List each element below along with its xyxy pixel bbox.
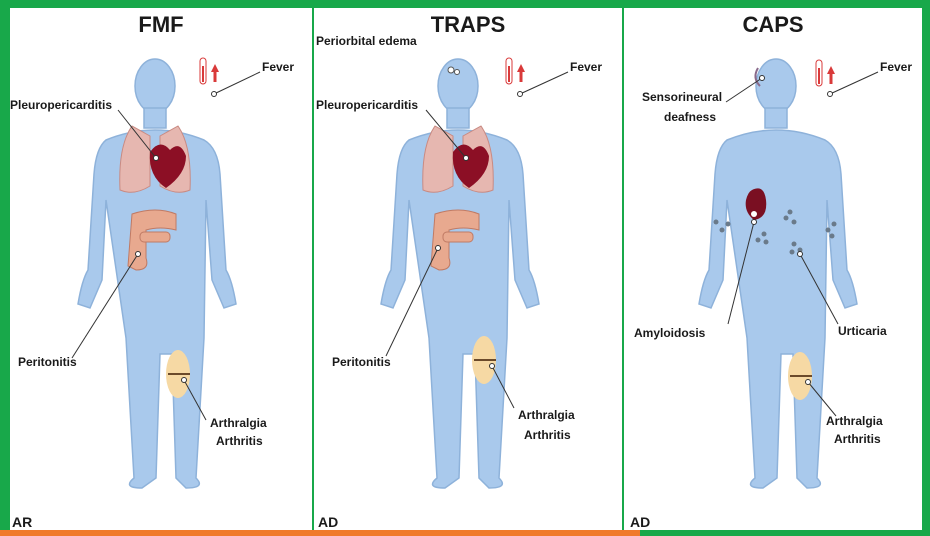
label-pleuropericarditis: Pleuropericarditis	[10, 98, 112, 113]
panel-fmf: FMF Fever Pleuropericarditis Peritonitis…	[10, 8, 312, 530]
knee-joint	[788, 352, 812, 400]
panel-caps: CAPS Sensorineural deafness Fever Amyloi…	[624, 8, 922, 530]
body-silhouette	[381, 59, 539, 488]
label-arthralgia: Arthralgia	[518, 408, 575, 423]
panel-traps: TRAPS Periorbital edema Fever Pleuroperi…	[314, 8, 622, 530]
label-sensorineural: Sensorineural	[642, 90, 722, 105]
label-peritonitis: Peritonitis	[332, 355, 391, 370]
label-fever: Fever	[262, 60, 294, 75]
label-arthritis: Arthritis	[524, 428, 571, 443]
fmf-body-figure	[10, 8, 312, 530]
label-deafness: deafness	[664, 110, 716, 125]
inheritance-label: AR	[12, 514, 32, 530]
traps-body-figure	[314, 8, 622, 530]
label-arthritis: Arthritis	[834, 432, 881, 447]
label-arthralgia: Arthralgia	[826, 414, 883, 429]
thermometer-icon	[816, 60, 835, 86]
label-fever: Fever	[880, 60, 912, 75]
label-arthritis: Arthritis	[216, 434, 263, 449]
knee-joint	[472, 336, 496, 384]
inheritance-label: AD	[318, 514, 338, 530]
label-fever: Fever	[570, 60, 602, 75]
accent-bar	[0, 530, 640, 536]
label-peritonitis: Peritonitis	[18, 355, 77, 370]
caps-body-figure	[624, 8, 922, 530]
thermometer-icon	[200, 58, 219, 84]
label-periorbital-edema: Periorbital edema	[316, 34, 417, 49]
thermometer-icon	[506, 58, 525, 84]
label-pleuropericarditis: Pleuropericarditis	[316, 98, 418, 113]
panel-title: CAPS	[624, 12, 922, 38]
inheritance-label: AD	[630, 514, 650, 530]
panel-title: FMF	[10, 12, 312, 38]
label-amyloidosis: Amyloidosis	[634, 326, 705, 341]
label-arthralgia: Arthralgia	[210, 416, 267, 431]
label-urticaria: Urticaria	[838, 324, 887, 339]
knee-joint	[166, 350, 190, 398]
